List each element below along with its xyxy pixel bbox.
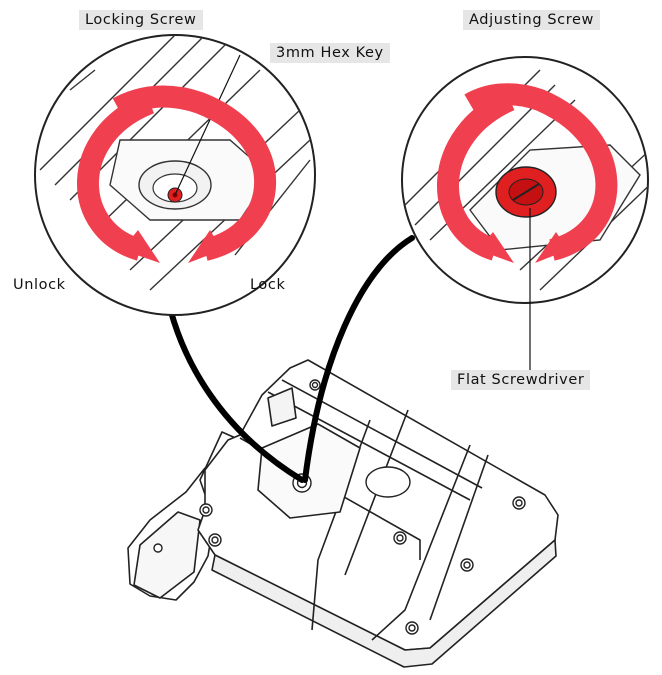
adjust-right-arrow xyxy=(464,83,618,261)
locking-screw-pointer xyxy=(165,297,305,483)
locking-screw-label: Locking Screw xyxy=(79,10,203,30)
flat-screwdriver-label: Flat Screwdriver xyxy=(451,370,591,390)
plate-holes xyxy=(153,379,526,635)
lock-label: Lock xyxy=(250,277,286,293)
adjust-left-arrow xyxy=(437,89,515,261)
hex-key-label: 3mm Hex Key xyxy=(270,43,390,63)
adjusting-screw-pointer xyxy=(302,235,415,483)
lock-arrow xyxy=(112,85,276,261)
adjusting-screw-detail xyxy=(401,56,649,370)
base-plate xyxy=(127,359,559,668)
unlock-label: Unlock xyxy=(13,277,66,293)
hex-key-leader xyxy=(174,54,241,196)
adjusting-screw-label: Adjusting Screw xyxy=(463,10,600,30)
unlock-arrow xyxy=(77,92,155,261)
screw-slot xyxy=(512,183,540,201)
locking-screw-detail xyxy=(34,34,316,316)
